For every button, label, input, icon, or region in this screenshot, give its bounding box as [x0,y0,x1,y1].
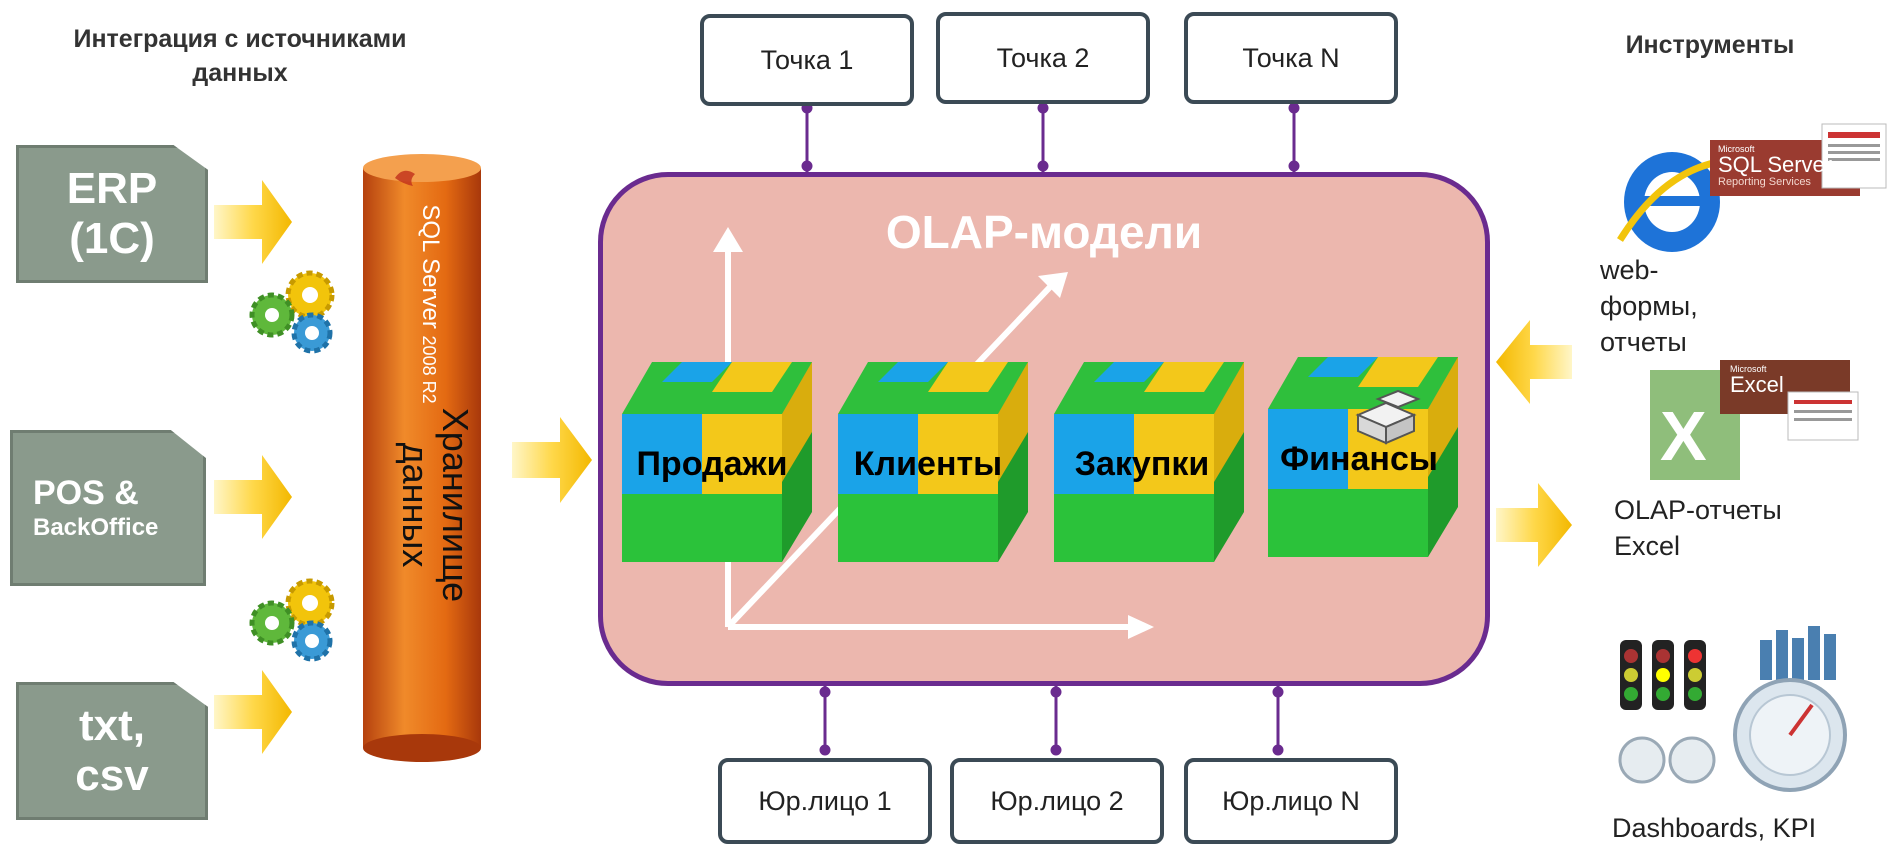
point-box: Точка 2 [936,12,1150,104]
excel-logo-small: Microsoft [1730,364,1767,374]
gears-icon [249,578,335,662]
entity-box: Юр.лицо 2 [950,758,1164,844]
svg-text:X: X [1660,397,1707,475]
cube-finance [1268,357,1458,557]
ssrs-logo-small: Microsoft [1718,144,1755,154]
cube-label-purchases: Закупки [1074,445,1210,483]
tool-label-dashboards: Dashboards, KPI [1612,813,1817,843]
arrow-warehouse-olap [512,417,592,503]
tools-title: Инструменты [1625,31,1795,59]
ssrs-logo-main: SQL Server [1718,152,1833,177]
dashboard-icon [1618,626,1847,792]
source-txt-csv: txt, csv [16,682,208,820]
cube-label-finance: Финансы [1280,440,1438,478]
arrow-source-2 [214,455,292,539]
source-erp-line1: ERP [66,164,158,213]
source-txt-line2: csv [75,751,149,800]
source-pos: POS & BackOffice [10,430,206,586]
blocks-icon [1355,389,1421,445]
excel-icon: X [1650,360,1859,480]
arrow-tools-in [1496,320,1572,404]
cube-purchases [1054,362,1244,562]
ssrs-logo-sub: Reporting Services [1718,176,1811,188]
point-box: Точка 1 [700,14,914,106]
gears-icon [249,270,335,354]
olap-title: OLAP-модели [885,206,1203,258]
ssrs-logo [1710,123,1887,196]
tools-graphics: X [1617,123,1887,792]
point-box: Точка N [1184,12,1398,104]
source-txt-line1: txt, [79,701,145,750]
warehouse-cylinder [363,154,481,762]
arrow-tools-out [1496,483,1572,567]
arrow-source-1 [214,180,292,264]
connectors-bottom [819,686,1284,756]
cube-label-sales: Продажи [636,445,788,483]
tool-label-web: web-формы, отчеты [1600,255,1698,357]
connectors-top [801,102,1300,172]
source-erp: ERP (1С) [16,145,208,283]
source-pos-line1: POS & [33,474,139,512]
arrow-source-3 [214,670,292,754]
tool-label-excel: OLAP-отчеты Excel [1614,495,1782,561]
olap-graphics [622,227,1458,639]
excel-logo-main: Excel [1730,372,1784,397]
entity-box: Юр.лицо N [1184,758,1398,844]
warehouse-label: Хранилище данных [395,407,476,603]
internet-explorer-icon [1617,152,1741,252]
sources-title: Интеграция с источниками данных [73,25,407,87]
source-pos-line2: BackOffice [33,514,159,541]
ssrs-logo-text: Microsoft SQL Server Reporting Services [1718,144,1858,188]
sql-server-brand: SQL Server [417,204,444,329]
cube-sales [622,362,812,562]
cube-clients [838,362,1028,562]
excel-logo-text: Microsoft Excel [1730,364,1850,396]
entity-box: Юр.лицо 1 [718,758,932,844]
cube-label-clients: Клиенты [853,445,1003,483]
source-erp-line2: (1С) [69,214,155,263]
